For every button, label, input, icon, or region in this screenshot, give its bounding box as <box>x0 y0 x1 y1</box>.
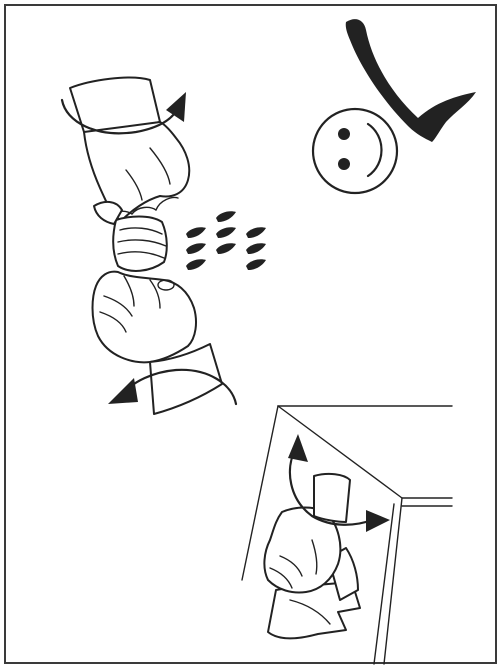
smiley-face-icon <box>311 107 399 195</box>
cabinet-corner-icon <box>241 405 453 665</box>
water-drops-icon <box>186 211 266 270</box>
wringing-hands-icon <box>60 76 238 415</box>
check-mark-icon <box>345 19 476 142</box>
wiping-hand-icon <box>263 434 390 640</box>
